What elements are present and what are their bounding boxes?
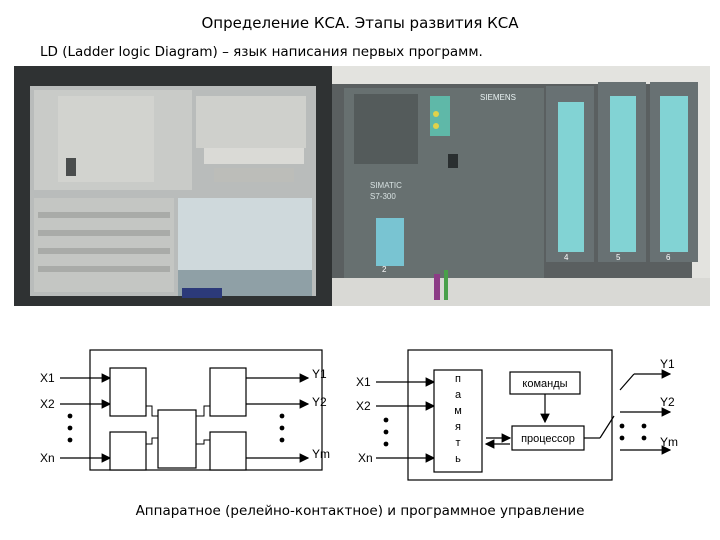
module-number-5: 5 xyxy=(616,253,621,262)
relay-input-xn: Xn xyxy=(40,451,55,465)
simatic-label: SIMATIC xyxy=(370,181,402,190)
commands-label: команды xyxy=(522,378,567,390)
control-diagrams: X1 X2 Xn Y1 Y2 Ym X1 X2 Xn xyxy=(30,340,690,490)
memory-letter-6: ь xyxy=(455,453,461,465)
diagram-caption: Аппаратное (релейно-контактное) и програ… xyxy=(0,503,720,519)
module-number-4: 4 xyxy=(564,253,569,262)
processor-label: процессор xyxy=(521,433,575,445)
relay-output-ym: Ym xyxy=(312,447,330,461)
relay-control-diagram: X1 X2 Xn Y1 Y2 Ym xyxy=(40,350,330,470)
memory-letter-3: м xyxy=(454,405,462,417)
memory-letter-4: я xyxy=(455,421,461,433)
relay-output-y1: Y1 xyxy=(312,367,327,381)
program-input-xn: Xn xyxy=(358,451,373,465)
plc-hardware-photo: SIEMENS SIMATIC S7-300 2 4 5 6 xyxy=(14,66,710,306)
page-title: Определение КСА. Этапы развития КСА xyxy=(0,14,720,32)
memory-letter-2: а xyxy=(455,389,462,401)
siemens-label: SIEMENS xyxy=(480,93,516,102)
program-input-x2: X2 xyxy=(356,399,371,413)
module-number-6: 6 xyxy=(666,253,671,262)
relay-input-x1: X1 xyxy=(40,371,55,385)
program-input-x1: X1 xyxy=(356,375,371,389)
relay-input-x2: X2 xyxy=(40,397,55,411)
memory-letter-1: п xyxy=(455,373,461,385)
program-output-y1: Y1 xyxy=(660,357,675,371)
program-output-y2: Y2 xyxy=(660,395,675,409)
relay-output-y2: Y2 xyxy=(312,395,327,409)
model-label: S7-300 xyxy=(370,192,396,201)
page-subtitle: LD (Ladder logic Diagram) – язык написан… xyxy=(40,44,483,60)
program-output-ym: Ym xyxy=(660,435,678,449)
program-control-diagram: X1 X2 Xn п а м я т ь команды процессор xyxy=(356,350,678,480)
memory-letter-5: т xyxy=(455,437,460,449)
module-number-2: 2 xyxy=(382,265,387,274)
